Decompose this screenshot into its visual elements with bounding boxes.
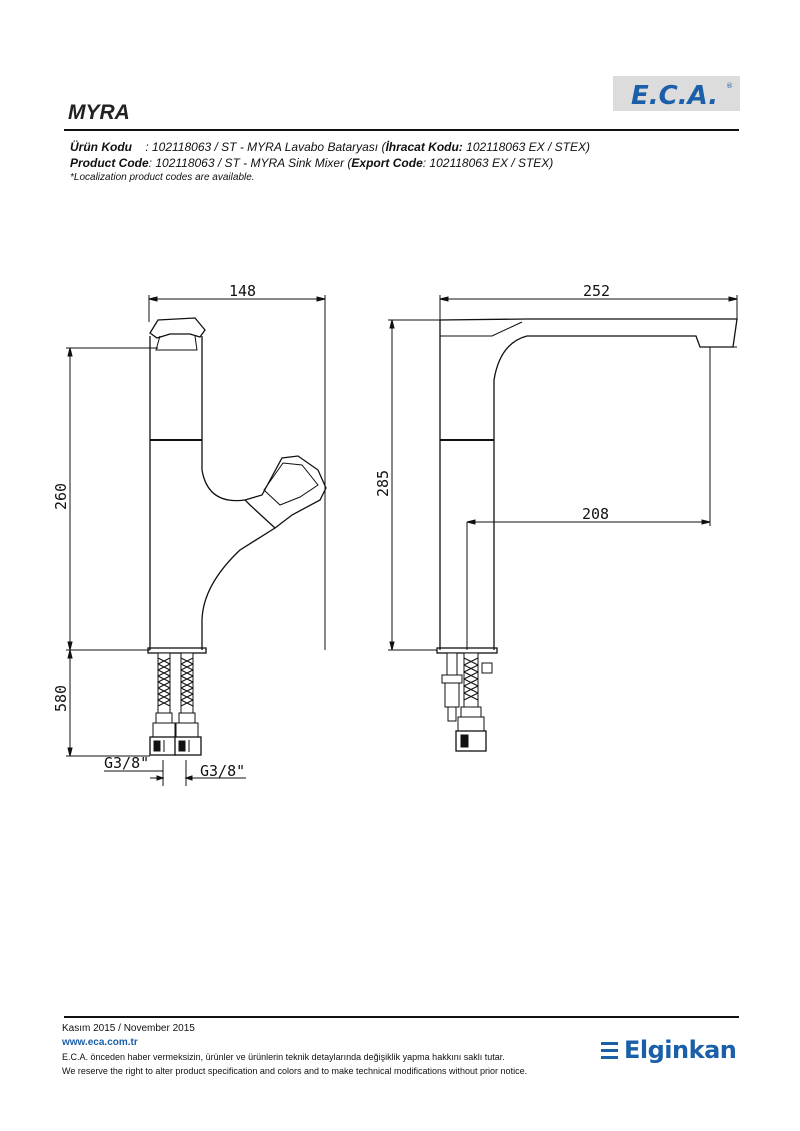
dim-thread-left: G3/8" [104, 754, 149, 772]
en-product-line: Product Code: 102118063 / ST - MYRA Sink… [70, 156, 553, 170]
tr-export-label: İhracat Kodu: [385, 140, 463, 154]
dim-side-width: 252 [583, 282, 610, 300]
tr-product-line: Ürün Kodu : 102118063 / ST - MYRA Lavabo… [70, 140, 590, 154]
technical-drawing: 148 260 580 G3/8" G3/8" 252 285 208 [52, 282, 738, 786]
en-export-value: : 102118063 EX / STEX) [422, 156, 554, 170]
dim-side-height: 285 [374, 470, 392, 497]
tr-code-label: Ürün Kodu [70, 140, 132, 154]
page-title: MYRA [68, 101, 130, 124]
tr-export-value: 102118063 EX / STEX) [462, 140, 591, 154]
front-view [66, 295, 327, 786]
localization-note: *Localization product codes are availabl… [70, 172, 255, 183]
header-rule [64, 129, 739, 131]
elginkan-name: Elginkan [624, 1036, 737, 1064]
tr-code-value: : 102118063 / ST - MYRA Lavabo Bataryası… [132, 140, 386, 154]
footer-disclaimer-tr: E.C.A. önceden haber vermeksizin, ürünle… [62, 1052, 505, 1062]
en-code-label: Product Code [70, 156, 149, 170]
footer-disclaimer-en: We reserve the right to alter product sp… [62, 1066, 528, 1076]
dim-hose-length: 580 [52, 685, 70, 712]
eca-logo: E.C.A. ® [613, 76, 740, 111]
dim-spout-reach: 208 [582, 505, 609, 523]
dim-front-width: 148 [229, 282, 256, 300]
en-code-value: : 102118063 / ST - MYRA Sink Mixer ( [148, 156, 352, 170]
elginkan-bars-icon [601, 1042, 618, 1059]
en-export-label: Export Code [351, 156, 423, 170]
registered-mark: ® [726, 82, 733, 90]
eca-logo-text: E.C.A. [631, 81, 718, 111]
footer-website-link[interactable]: www.eca.com.tr [62, 1037, 138, 1048]
footer-date: Kasım 2015 / November 2015 [62, 1023, 195, 1034]
footer-rule [64, 1016, 739, 1018]
front-hoses [149, 652, 202, 756]
side-view [388, 295, 738, 752]
side-hoses [441, 652, 493, 752]
dim-front-height: 260 [52, 483, 70, 510]
dim-thread-right: G3/8" [200, 762, 245, 780]
